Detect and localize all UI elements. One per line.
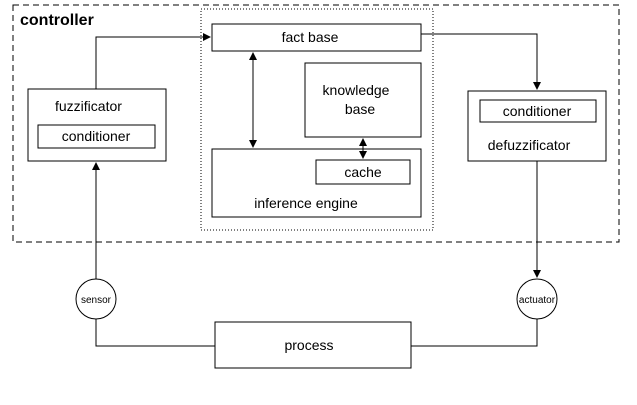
knowledge-base-box: knowledge base <box>304 62 422 138</box>
fuzzificator-box: fuzzificator conditioner <box>27 88 167 162</box>
svg-text:conditioner: conditioner <box>62 128 131 144</box>
process-to-sensor-line <box>95 319 215 347</box>
process-to-actuator-line <box>411 319 538 347</box>
fuzzificator-conditioner-box <box>37 124 156 149</box>
svg-text:process: process <box>284 337 333 353</box>
svg-text:knowledge: knowledge <box>323 82 390 98</box>
controller-boundary <box>12 4 620 243</box>
knowledge-system-boundary <box>200 8 434 231</box>
fact-base-box: fact base <box>211 23 422 52</box>
controller-label: controller <box>20 12 94 29</box>
factbase-to-defuzzificator-arrow <box>421 33 541 90</box>
fuzzificator-to-factbase-arrow <box>95 33 211 89</box>
svg-text:actuator: actuator <box>519 295 556 306</box>
defuzzificator-conditioner-box <box>479 99 597 123</box>
svg-text:base: base <box>345 101 376 117</box>
sensor-node: sensor <box>75 278 117 320</box>
svg-text:inference engine: inference engine <box>254 195 358 211</box>
svg-text:conditioner: conditioner <box>503 103 572 119</box>
svg-text:sensor: sensor <box>81 295 112 306</box>
svg-text:fuzzificator: fuzzificator <box>55 98 122 114</box>
svg-text:defuzzificator: defuzzificator <box>488 137 571 153</box>
defuzzificator-box: conditioner defuzzificator <box>467 90 607 162</box>
actuator-node: actuator <box>516 278 558 320</box>
svg-text:fact base: fact base <box>282 29 339 45</box>
cache-box: cache <box>315 159 411 185</box>
process-box: process <box>214 321 412 369</box>
svg-text:cache: cache <box>344 164 382 180</box>
